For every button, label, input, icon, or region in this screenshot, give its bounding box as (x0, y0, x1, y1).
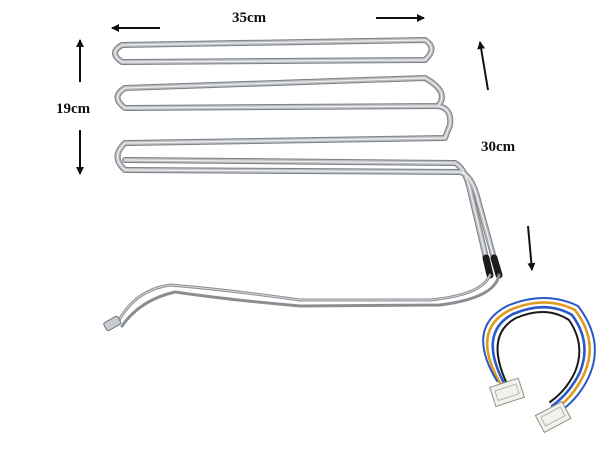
lead-wire (117, 274, 491, 323)
connector-right (534, 400, 572, 434)
wire-harness (482, 297, 596, 414)
heater-coil-highlight (114, 39, 433, 63)
lead-wire (116, 273, 492, 324)
dimension-arrows (76, 14, 536, 271)
harness-wire-blue (491, 305, 586, 408)
heater-coil-highlight (124, 159, 488, 263)
lead-terminal (103, 315, 122, 332)
lead-wires (116, 273, 501, 328)
heater-coil-body (123, 158, 489, 264)
length-arrow-up (477, 41, 489, 91)
harness-connectors (489, 377, 572, 434)
heater-coil-highlight (116, 77, 443, 109)
harness-wire-blue (482, 297, 596, 414)
length-label: 30cm (481, 139, 516, 155)
lead-sleeve (490, 254, 503, 279)
heater-coil-highlight (116, 105, 496, 263)
lead-sleeves (482, 254, 503, 279)
lead-wire (120, 273, 501, 328)
lead-sleeve (482, 254, 494, 279)
heater-coil-shadow (114, 103, 498, 265)
harness-wire-orange (485, 301, 591, 412)
height-label: 19cm (56, 101, 91, 117)
width-label: 35cm (232, 10, 267, 26)
harness-wire-black (496, 311, 581, 403)
heater-coil-body (115, 104, 497, 264)
length-arrow-down (527, 225, 536, 271)
connector-left (489, 377, 526, 408)
heater-coil (112, 37, 498, 265)
heater-coil-shadow (122, 157, 490, 265)
